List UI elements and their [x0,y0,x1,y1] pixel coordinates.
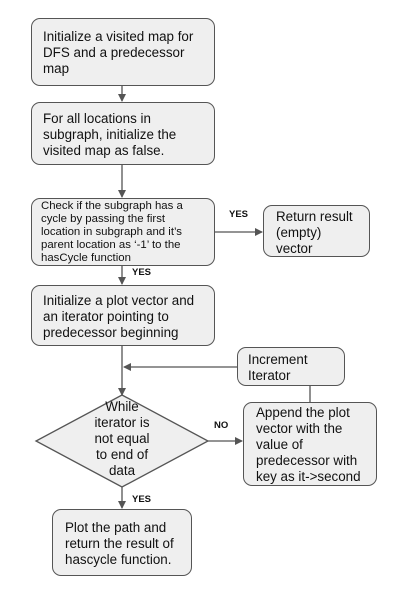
while-condition-text: While iterator is not equal to end of da… [94,399,150,478]
edge-label-yes-exit: YES [132,494,152,505]
for-all-locations-box: For all locations in subgraph, initializ… [31,102,215,165]
init-plot-vector-box: Initialize a plot vector and an iterator… [31,285,215,346]
edge-label-yes-continue: YES [132,267,152,278]
append-plot-vector-text: Append the plot vector with the value of… [256,405,361,484]
check-cycle-text: Check if the subgraph has a cycle by pas… [41,200,183,264]
while-decision-diamond [34,394,210,488]
init-visited-map-box: Initialize a visited map for DFS and a p… [31,18,215,86]
plot-path-text: Plot the path and return the result of h… [65,520,174,567]
return-result-text: Return result (empty) vector [276,209,353,256]
increment-iterator-text: Increment Iterator [248,352,308,383]
plot-path-box: Plot the path and return the result of h… [52,509,192,576]
init-visited-map-text: Initialize a visited map for DFS and a p… [43,29,194,76]
check-cycle-box: Check if the subgraph has a cycle by pas… [31,198,215,266]
for-all-locations-text: For all locations in subgraph, initializ… [43,111,177,158]
increment-iterator-box: Increment Iterator [237,347,345,386]
return-result-box: Return result (empty) vector [263,205,370,257]
init-plot-vector-text: Initialize a plot vector and an iterator… [43,293,195,340]
edge-label-no-loop: NO [214,420,229,431]
edge-label-yes-return: YES [229,209,249,220]
append-plot-vector-box: Append the plot vector with the value of… [243,402,377,486]
